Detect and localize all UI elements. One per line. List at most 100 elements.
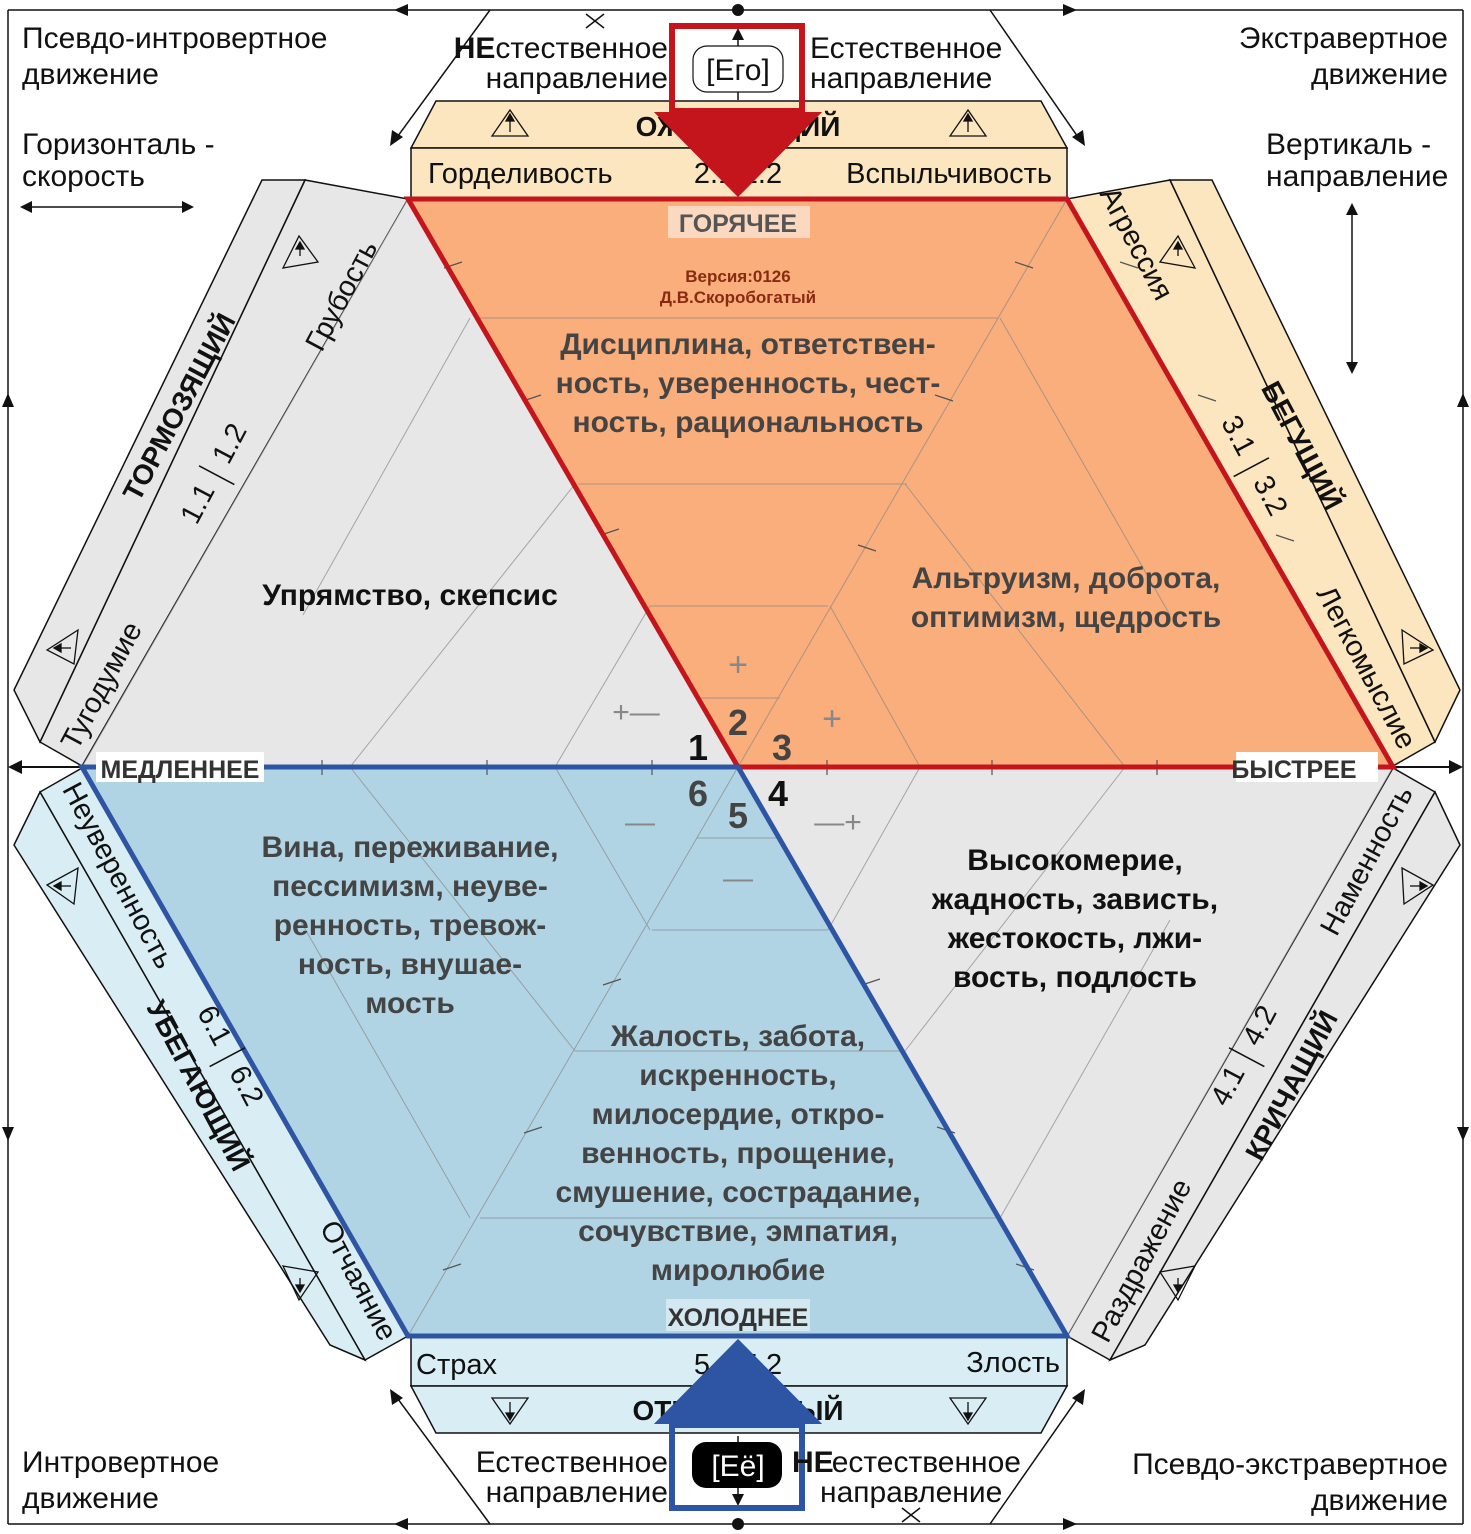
frame-arrowheads <box>2 4 1469 1530</box>
ego-bottom-label: [Её] <box>711 1450 764 1483</box>
bottom-right-corner-line1: Псевдо-экстравертное <box>1132 1448 1448 1481</box>
sector-4-line: Высокомерие, <box>967 844 1183 877</box>
minus-sign-bottom: — <box>723 862 753 895</box>
sector-4 <box>738 767 1393 1336</box>
horizontal-legend-line2: скорость <box>22 160 145 193</box>
sector-5-line: венность, прощение, <box>581 1137 895 1170</box>
bottom-unnatural-direction-line2: направление <box>820 1476 1002 1509</box>
hot-label: ГОРЯЧЕЕ <box>679 210 797 238</box>
sector-5-line: милосердие, откро- <box>592 1098 885 1131</box>
sector-4-line: жестокость, лжи- <box>947 922 1202 955</box>
sector-5-text: Жалость, забота, искренность, милосердие… <box>555 1020 920 1287</box>
minus-sign-left: — <box>625 806 655 839</box>
top-band-right-label: Вспыльчивость <box>846 158 1052 190</box>
bottom-left-corner-line1: Интровертное <box>22 1446 219 1479</box>
sector-number-5: 5 <box>728 795 748 836</box>
sector-number-4: 4 <box>768 773 788 814</box>
up-arrow-icon <box>281 234 320 269</box>
sector-5-line: сочувствие, эмпатия, <box>578 1215 898 1248</box>
sector-number-6: 6 <box>688 773 708 814</box>
grid-lines <box>81 198 1394 1337</box>
right-top-band <box>1065 179 1461 768</box>
up-arrow-icon <box>948 108 988 137</box>
horizontal-legend-arrow <box>20 201 194 213</box>
bottom-left-corner-line2: движение <box>22 1482 159 1515</box>
top-unnatural-direction-line2: направление <box>486 62 668 95</box>
top-left-corner-line2: движение <box>22 58 159 91</box>
sector-2-line: Дисциплина, ответствен- <box>560 328 936 361</box>
sector-3-text: Альтруизм, доброта, оптимизм, щедрость <box>911 562 1221 634</box>
bottom-band-right-label: Злость <box>966 1347 1060 1379</box>
sector-5-line: смушение, сострадание, <box>555 1176 920 1209</box>
sector-2-text: Дисциплина, ответствен- ность, увереннос… <box>556 328 941 439</box>
horizontal-legend-line1: Горизонталь - <box>22 128 215 161</box>
sector-4-text: Высокомерие, жадность, зависть, жестокос… <box>931 844 1218 994</box>
bottom-unnatural-direction-line1: НЕестественное <box>792 1446 1021 1479</box>
plus-sign-top: + <box>728 646 748 684</box>
sector-6-line: ность, внушае- <box>298 948 522 981</box>
sector-6-line: Вина, переживание, <box>261 831 558 864</box>
top-right-corner-line1: Экстравертное <box>1239 22 1448 55</box>
vertical-legend-line2: направление <box>1266 160 1448 193</box>
slow-label-bg <box>96 752 264 782</box>
top-unnatural-direction-line1: НЕстественное <box>454 32 668 65</box>
fast-label: БЫСТРЕЕ <box>1231 756 1356 784</box>
plus-minus-sign: +— <box>612 696 660 729</box>
sector-5-line: искренность, <box>639 1059 836 1092</box>
slow-label: МЕДЛЕННЕЕ <box>101 756 260 784</box>
sector-6-line: пессимизм, неуве- <box>272 870 548 903</box>
ego-top-arrow-overlay <box>654 112 822 197</box>
ego-top-badge <box>692 45 784 93</box>
version-line1: Версия:0126 <box>685 267 790 286</box>
sector-number-2: 2 <box>728 702 748 743</box>
left-top-band <box>13 179 410 768</box>
right-arrow-icon <box>1401 628 1435 666</box>
top-natural-direction-line1: Естественное <box>810 32 1002 65</box>
hot-outline <box>403 196 1398 770</box>
bottom-natural-direction-line1: Естественное <box>476 1446 668 1479</box>
down-arrow-icon <box>948 1397 988 1426</box>
sector-6-text: Вина, переживание, пессимизм, неуве- рен… <box>261 831 558 1020</box>
sector-5-line: Жалость, забота, <box>610 1020 865 1053</box>
sector-number-3: 3 <box>772 727 792 768</box>
sector-2-line: ность, уверенность, чест- <box>556 367 941 400</box>
plus-sign-right: + <box>822 700 842 738</box>
down-arrow-icon <box>281 1265 320 1302</box>
down-arrow-icon <box>1158 1265 1197 1302</box>
cold-outline <box>77 764 1072 1339</box>
sector-number-1: 1 <box>688 727 708 768</box>
right-arrow-icon <box>1401 866 1435 906</box>
bottom-natural-direction-line2: направление <box>486 1476 668 1509</box>
hot-label-bg <box>668 206 810 238</box>
band-arrow-icons <box>45 108 1435 1426</box>
sector-4-line: жадность, зависть, <box>931 883 1218 916</box>
corner-diagonals <box>394 9 1081 1525</box>
left-arrow-icon <box>45 866 79 906</box>
sector-3-line: оптимизм, щедрость <box>911 601 1221 634</box>
vertical-legend-line1: Вертикаль - <box>1266 128 1431 161</box>
cold-label: ХОЛОДНЕЕ <box>668 1304 809 1332</box>
sector-1-text: Упрямство, скепсис <box>262 579 558 612</box>
up-arrow-icon <box>490 108 530 137</box>
sector-2-line: ность, рациональность <box>573 406 924 439</box>
down-arrow-icon <box>490 1397 530 1426</box>
ego-bottom-badge <box>692 1442 782 1488</box>
up-arrow-icon <box>1158 234 1197 269</box>
top-left-corner-line1: Псевдо-интровертное <box>22 22 327 55</box>
ego-top-label: [Его] <box>706 54 770 87</box>
top-band-left-label: Горделивость <box>428 158 613 190</box>
sector-4-line: вость, подлость <box>953 961 1197 994</box>
cold-label-bg <box>666 1299 810 1331</box>
corner-diagonal-heads <box>390 130 1085 1405</box>
top-right-corner-line2: движение <box>1311 58 1448 91</box>
cross-marks <box>585 13 921 1523</box>
top-natural-direction-line2: направление <box>810 62 992 95</box>
minus-plus-sign: —+ <box>814 806 862 839</box>
sector-6-line: мость <box>365 987 455 1020</box>
sector-3-line: Альтруизм, доброта, <box>912 562 1221 595</box>
vertical-legend-arrow <box>1346 203 1358 374</box>
bottom-band-left-label: Страх <box>416 1349 497 1381</box>
fast-label-bg <box>1236 752 1378 782</box>
sector-5-line: миролюбие <box>651 1254 825 1287</box>
